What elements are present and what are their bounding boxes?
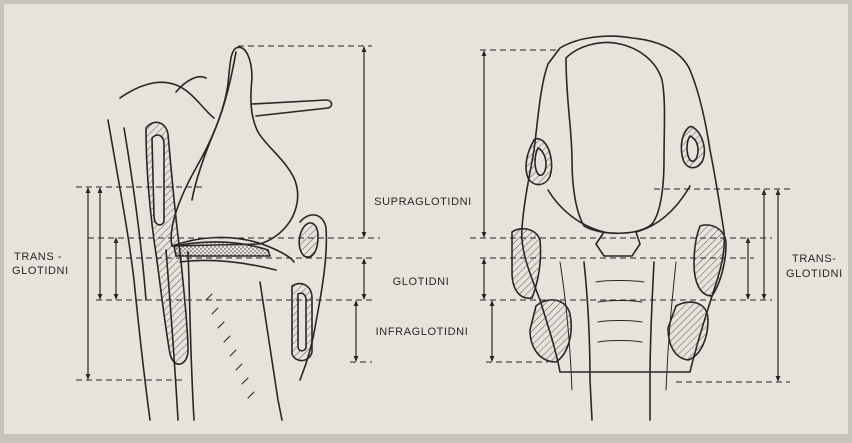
glottic-label: GLOTIDNI: [393, 276, 450, 289]
transglottic-label-right-line2: GLOTIDNI: [786, 268, 843, 281]
transglottic-label-left-line1: TRANS -: [14, 251, 62, 264]
transglottic-label-right-line1: TRANS-: [792, 253, 837, 266]
infraglottic-label: INFRAGLOTIDNI: [376, 326, 469, 339]
transglottic-label-left-line2: GLOTIDNI: [12, 265, 69, 278]
supraglottic-label: SUPRAGLOTIDNI: [374, 196, 472, 209]
